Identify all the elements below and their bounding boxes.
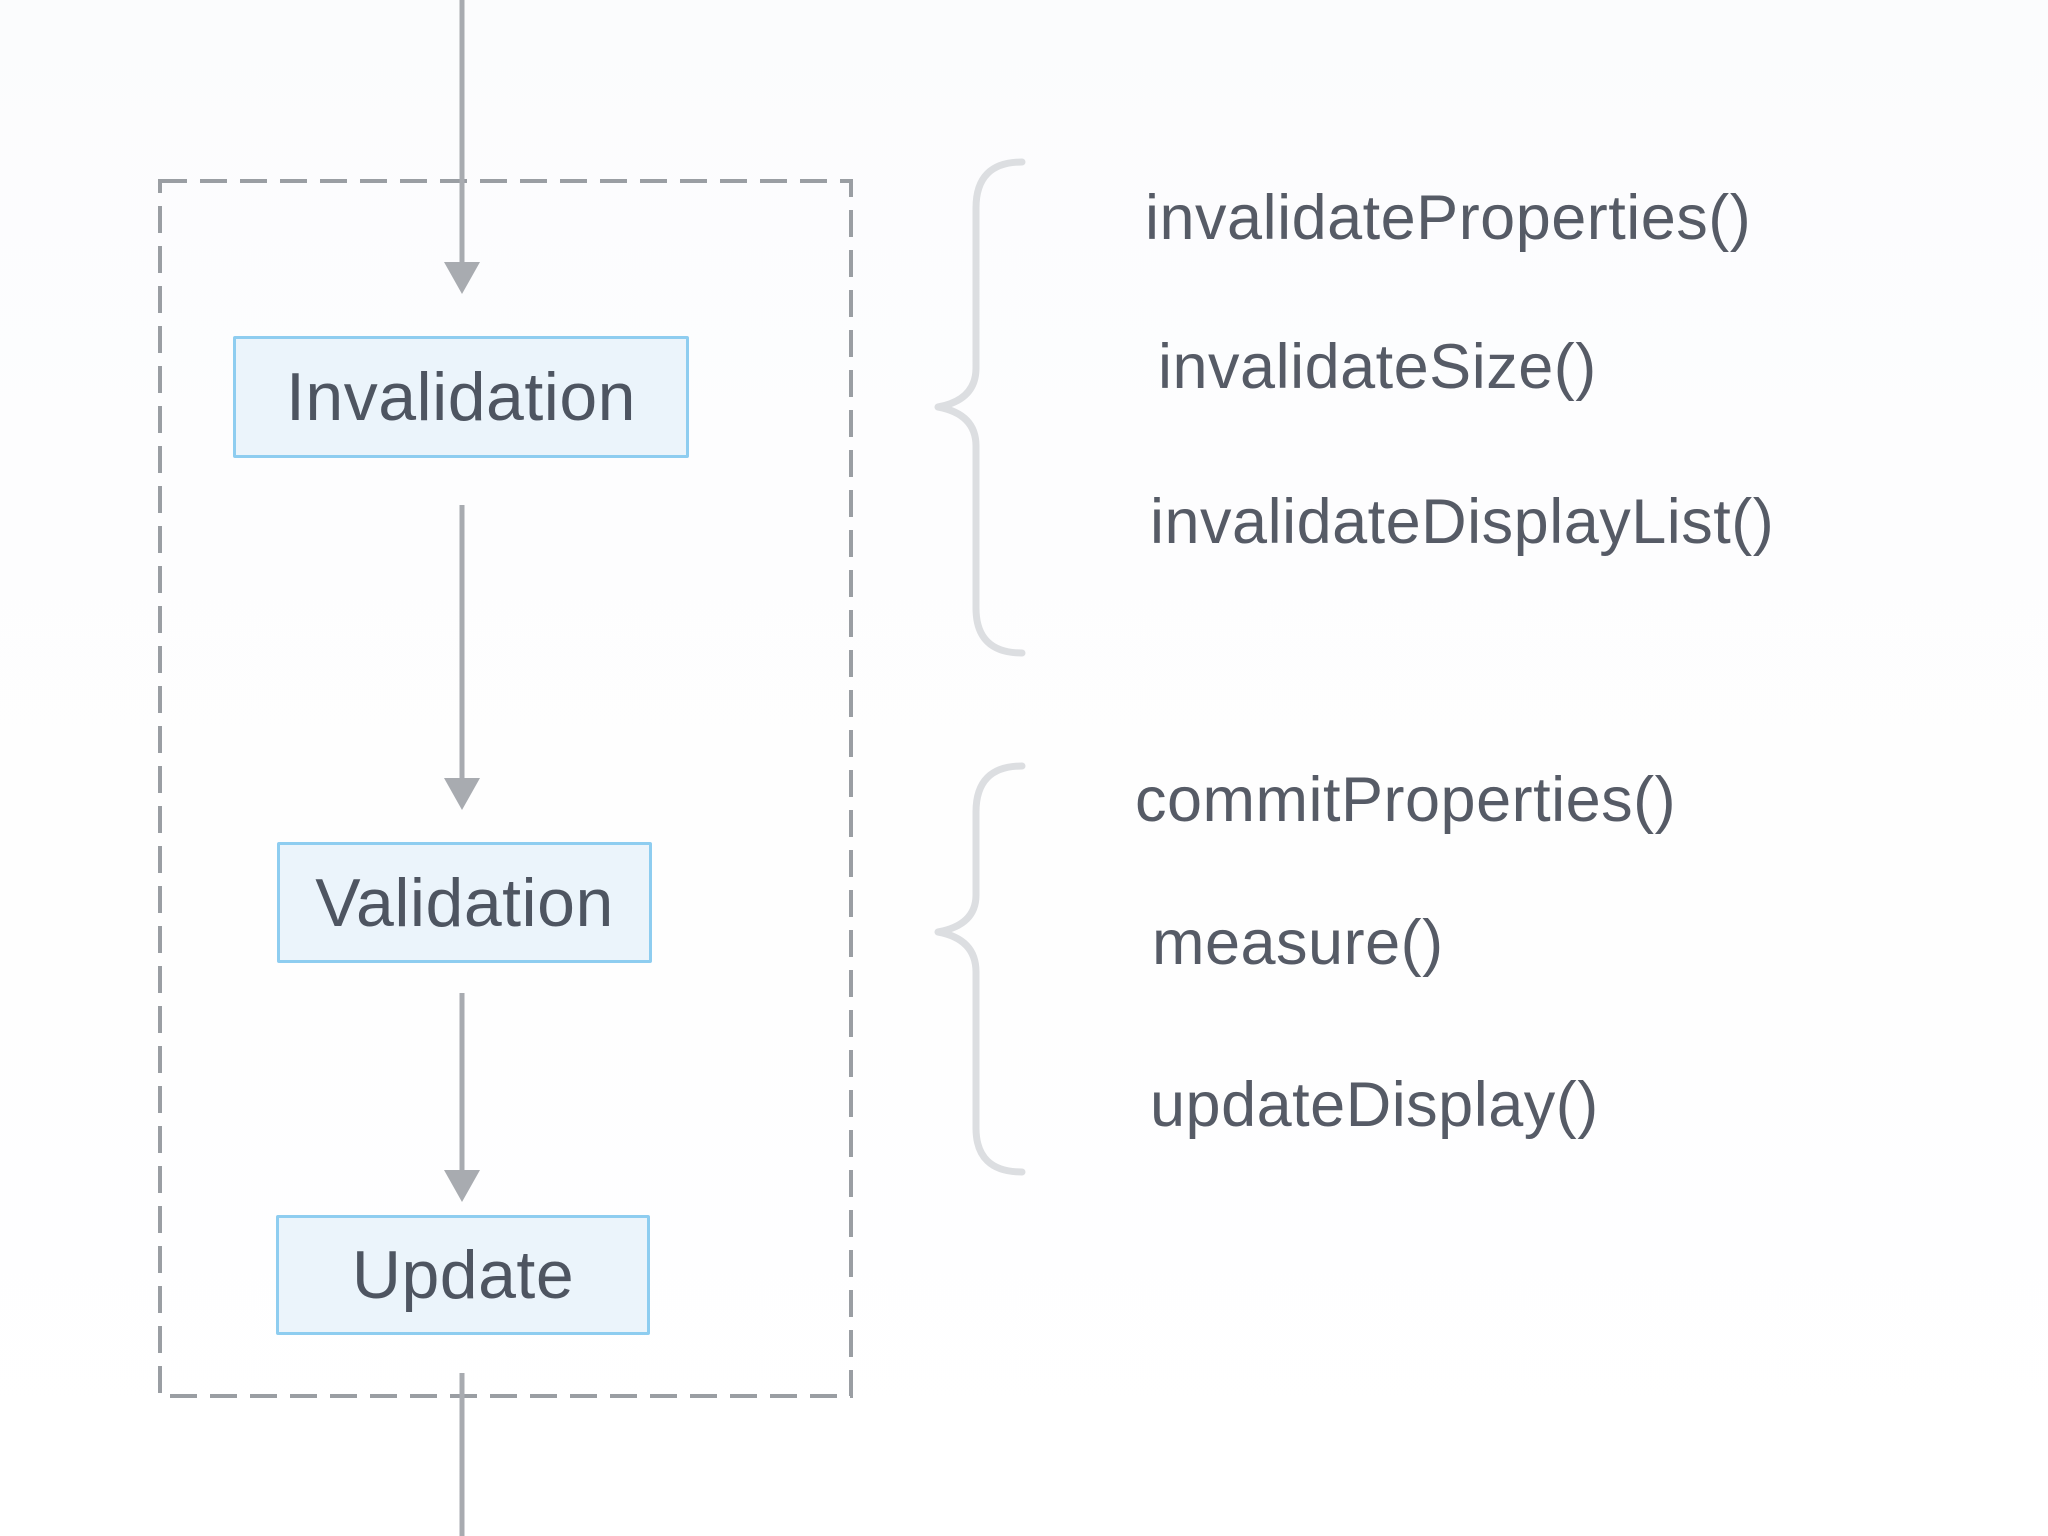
- flow-arrow-validation-update-head: [444, 1170, 480, 1202]
- method-label-commit-properties: commitProperties(): [1135, 765, 1677, 835]
- stage-node-update: Update: [276, 1215, 650, 1335]
- method-label-update-display: updateDisplay(): [1150, 1070, 1599, 1140]
- stage-label-invalidation: Invalidation: [285, 359, 637, 435]
- stage-label-update: Update: [351, 1237, 575, 1313]
- brace-validation-methods: [934, 762, 1026, 1176]
- lifecycle-dashed-container: [158, 179, 853, 1398]
- flow-arrow-invalidation-validation-head: [444, 778, 480, 810]
- stage-node-invalidation: Invalidation: [233, 336, 689, 458]
- method-label-invalidate-display-list: invalidateDisplayList(): [1150, 487, 1775, 557]
- flow-arrow-in-head: [444, 262, 480, 294]
- stage-label-validation: Validation: [315, 864, 614, 941]
- brace-invalidation-methods: [934, 158, 1026, 657]
- method-label-invalidate-properties: invalidateProperties(): [1145, 183, 1752, 253]
- method-label-measure: measure(): [1152, 908, 1444, 978]
- stage-node-validation: Validation: [277, 842, 652, 963]
- method-label-invalidate-size: invalidateSize(): [1158, 332, 1597, 402]
